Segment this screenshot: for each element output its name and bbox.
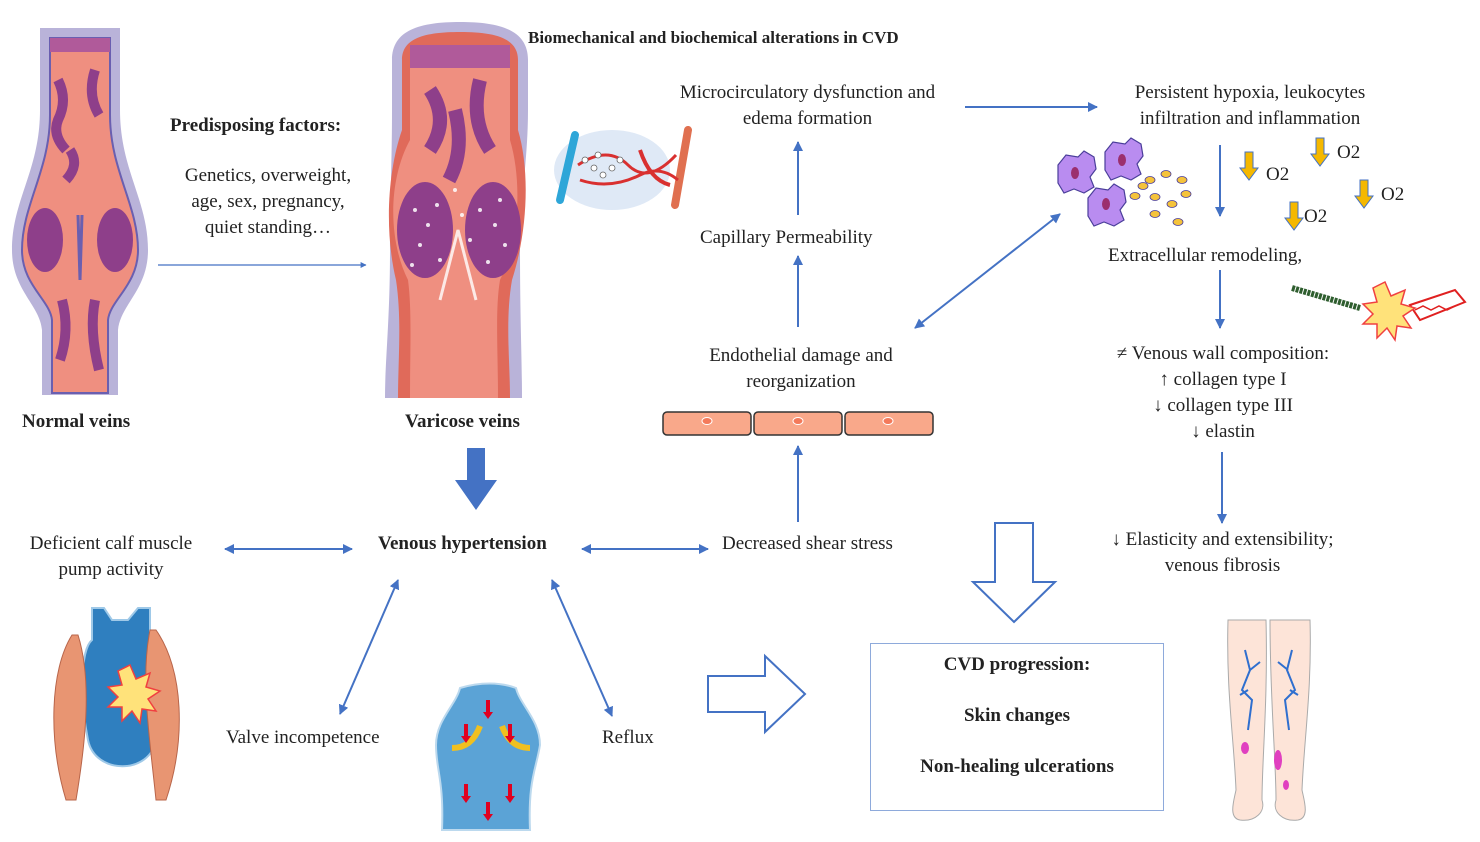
label-shear-stress: Decreased shear stress <box>722 533 893 554</box>
predisposing-line: quiet standing… <box>204 217 332 238</box>
o2-label: O2 <box>1266 164 1290 185</box>
label-varicose-veins: Varicose veins <box>405 411 520 432</box>
predisposing-line: Genetics, overweight, <box>184 165 352 186</box>
predisposing-line: age, sex, pregnancy, <box>191 191 345 212</box>
text-line: ↓ Elasticity and extensibility; <box>1111 529 1334 550</box>
text-line: pump activity <box>58 559 164 580</box>
label-venous-hypertension: Venous hypertension <box>378 533 547 554</box>
arrow-hypertension-valve <box>338 579 400 715</box>
predisposing-factors: Genetics, overweight, age, sex, pregnanc… <box>172 163 364 241</box>
text-line: Endothelial damage and <box>709 345 893 366</box>
text-line: ≠ Venous wall composition: <box>1116 343 1330 364</box>
o2-arrow-icon <box>1354 179 1374 209</box>
cvd-progression-title: CVD progression: <box>943 654 1091 675</box>
legs-ulcer-illustration <box>1227 619 1311 821</box>
label-elasticity: ↓ Elasticity and extensibility; venous f… <box>1095 527 1350 579</box>
collagen-rupture-illustration <box>1291 280 1467 343</box>
text-line: Microcirculatory dysfunction and <box>679 82 936 103</box>
leukocytes-illustration <box>1057 137 1192 227</box>
text-line: infiltration and inflammation <box>1139 108 1361 129</box>
label-microcirculatory: Microcirculatory dysfunction and edema f… <box>655 80 960 132</box>
o2-arrow-icon <box>1310 137 1330 167</box>
o2-label: O2 <box>1304 206 1328 227</box>
hollow-right-arrow <box>707 653 807 735</box>
capillary-illustration <box>554 126 692 210</box>
label-hypoxia: Persistent hypoxia, leukocytes infiltrat… <box>1105 80 1395 132</box>
text-line: ↓ collagen type III <box>1153 395 1293 416</box>
valve-illustration <box>434 682 542 831</box>
hollow-down-arrow <box>970 522 1058 624</box>
normal-vein-illustration <box>12 28 148 395</box>
text-line: Persistent hypoxia, leukocytes <box>1134 82 1366 103</box>
label-normal-veins: Normal veins <box>22 411 131 432</box>
label-extracellular: Extracellular remodeling, <box>1108 245 1303 266</box>
cvd-progression-box: CVD progression: Skin changes Non-healin… <box>870 643 1164 811</box>
text-line: edema formation <box>742 108 873 129</box>
o2-label: O2 <box>1337 142 1361 163</box>
label-calf-muscle: Deficient calf muscle pump activity <box>15 531 207 583</box>
text-line: Deficient calf muscle <box>29 533 193 554</box>
label-endothelial: Endothelial damage and reorganization <box>690 343 912 395</box>
o2-arrows <box>1239 137 1374 231</box>
arrow-endothelial-inflammation <box>914 213 1061 329</box>
diagram-title: Biomechanical and biochemical alteration… <box>528 28 899 47</box>
text-line: ↓ elastin <box>1191 421 1255 442</box>
label-valve-incompetence: Valve incompetence <box>226 727 380 748</box>
o2-label: O2 <box>1381 184 1405 205</box>
label-capillary-permeability: Capillary Permeability <box>700 227 873 248</box>
arrow-hypertension-reflux <box>551 579 613 717</box>
varicose-vein-illustration <box>385 22 528 398</box>
text-line: reorganization <box>746 371 856 392</box>
cvd-item-skin-changes: Skin changes <box>963 705 1071 726</box>
text-line: ↑ collagen type I <box>1159 369 1287 390</box>
o2-arrow-icon <box>1284 201 1304 231</box>
endothelial-cells-illustration <box>662 411 934 436</box>
cvd-item-ulcerations: Non-healing ulcerations <box>920 756 1114 777</box>
o2-arrow-icon <box>1239 151 1259 181</box>
label-reflux: Reflux <box>602 727 654 748</box>
label-venous-wall: ≠ Venous wall composition: ↑ collagen ty… <box>1098 341 1348 445</box>
calf-muscle-illustration <box>53 607 180 801</box>
predisposing-title: Predisposing factors: <box>170 115 342 136</box>
big-down-arrow <box>455 448 497 510</box>
text-line: venous fibrosis <box>1164 555 1281 576</box>
